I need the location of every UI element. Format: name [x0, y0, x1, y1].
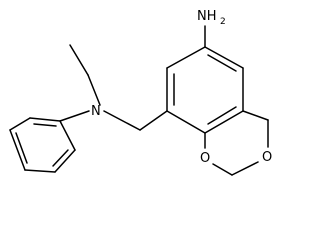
bond — [24, 169, 56, 173]
structure-diagram: NH 2 N O O — [9, 9, 272, 176]
double-bond — [207, 106, 237, 125]
bond — [9, 129, 26, 171]
bond — [103, 110, 141, 131]
double-bond — [33, 123, 57, 127]
bond — [231, 161, 259, 176]
bond — [242, 110, 269, 121]
bond — [29, 117, 61, 122]
bond — [166, 46, 206, 69]
double-bond — [207, 54, 237, 72]
molecule-canvas: NH 2 N O O — [9, 9, 272, 176]
bond — [59, 110, 90, 122]
bond — [87, 74, 101, 106]
bond — [54, 149, 76, 173]
oxygen-left-label: O — [200, 151, 210, 166]
double-bond — [15, 132, 28, 164]
phenyl-ring — [9, 117, 76, 173]
nitrogen-label: N — [91, 104, 101, 119]
bond — [9, 117, 31, 131]
bond — [59, 120, 76, 151]
double-bond — [52, 149, 69, 167]
bond — [204, 46, 244, 69]
bond — [69, 44, 89, 76]
benzo-ring — [166, 46, 244, 134]
bond — [212, 163, 233, 176]
bond — [139, 110, 168, 131]
bond — [204, 110, 244, 134]
dioxane-ring — [204, 110, 269, 176]
oxygen-right-label: O — [262, 150, 272, 165]
amine-subscript: 2 — [220, 17, 226, 27]
amine-label: NH — [197, 9, 217, 24]
amine-substituents — [59, 44, 168, 131]
bond — [166, 110, 206, 134]
